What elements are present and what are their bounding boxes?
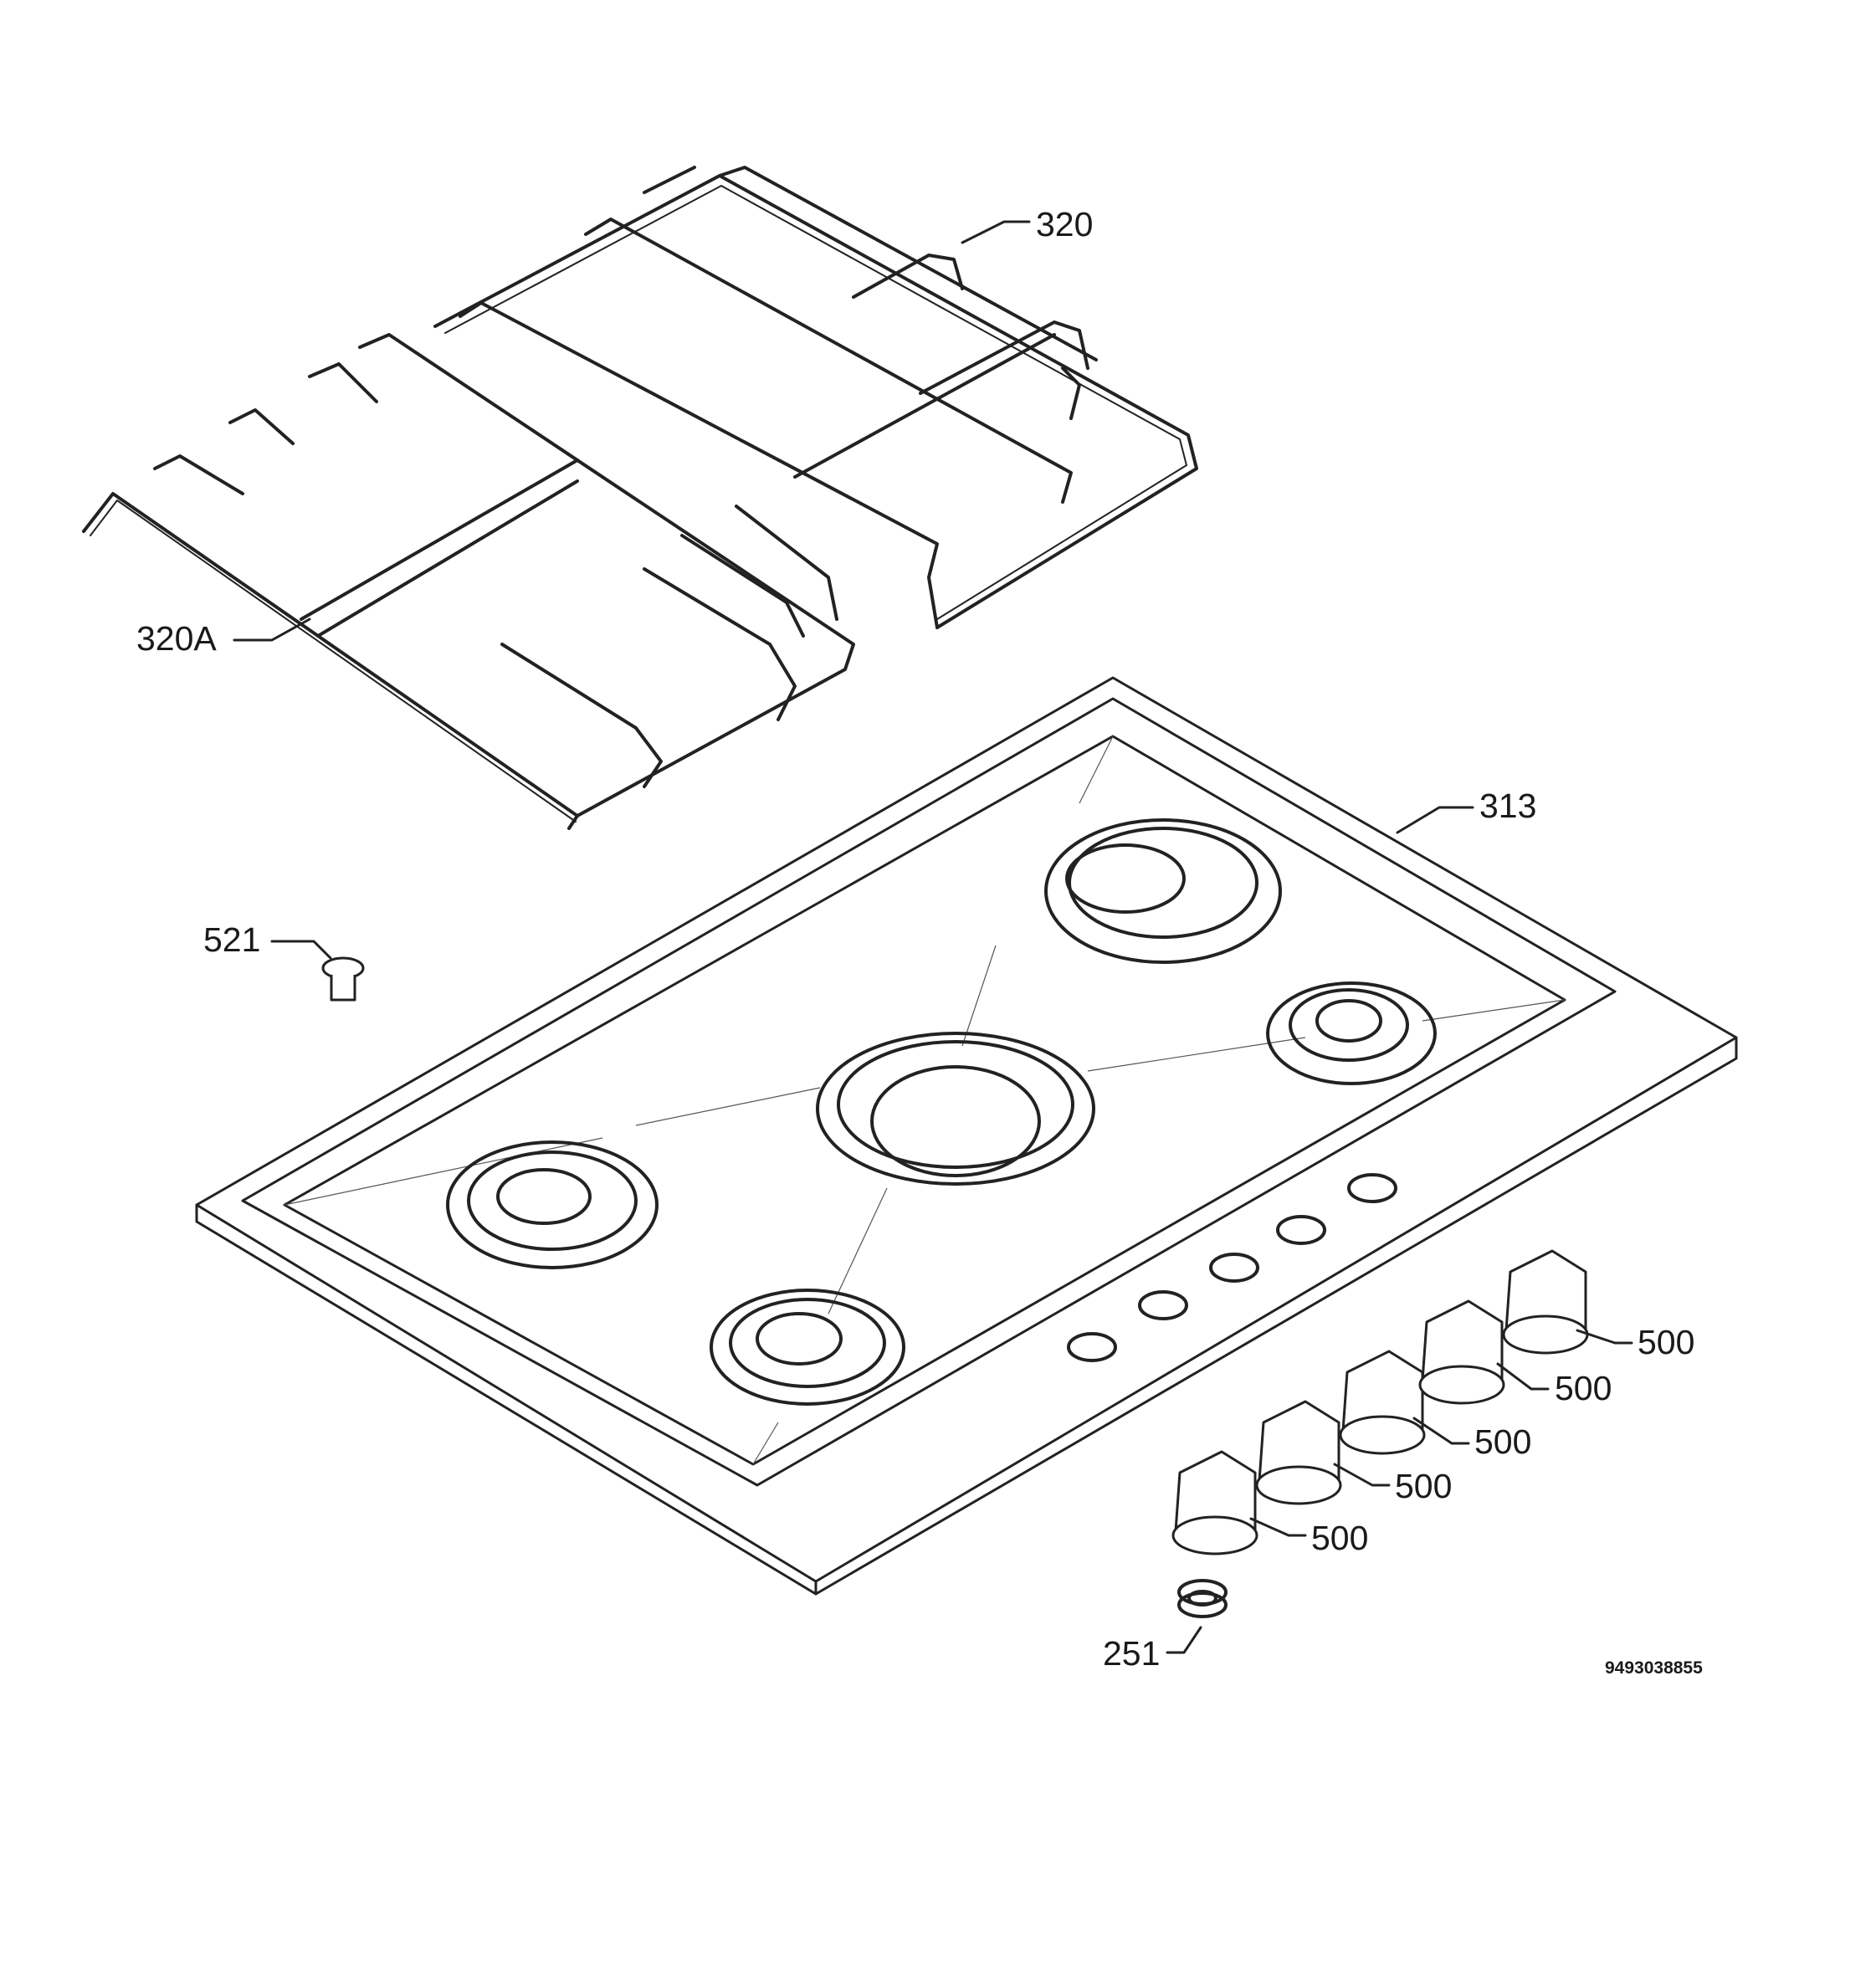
hob-top-313 — [195, 676, 1738, 1596]
pan-support-left-320A — [82, 333, 855, 830]
callout-500-knob-3: 500 — [1474, 1422, 1531, 1461]
knob-500-3 — [1339, 1350, 1426, 1455]
pan-support-right-320 — [433, 166, 1198, 629]
knob-500-5 — [1502, 1249, 1589, 1355]
callout-500-knob-4: 500 — [1395, 1467, 1452, 1505]
burner-rear-large — [1044, 818, 1282, 964]
burner-left-medium — [446, 1140, 659, 1269]
callout-521: 521 — [203, 920, 260, 959]
callout-320A: 320A — [136, 619, 217, 658]
screw-521 — [321, 956, 365, 1002]
burner-front-medium — [710, 1289, 905, 1406]
callout-313: 313 — [1479, 787, 1536, 825]
knob-500-1 — [1171, 1450, 1258, 1555]
knob-500-4 — [1418, 1299, 1505, 1405]
ring-seal-251 — [1177, 1579, 1228, 1618]
callout-500-knob-1: 500 — [1638, 1323, 1694, 1361]
callout-500-knob-2: 500 — [1555, 1369, 1612, 1407]
document-number: 9493038855 — [1605, 1658, 1703, 1678]
knob-holes — [1067, 1173, 1397, 1362]
knob-500-2 — [1255, 1400, 1342, 1505]
callout-320: 320 — [1036, 205, 1093, 243]
burner-right-small — [1266, 981, 1437, 1085]
callout-500-knob-5: 500 — [1311, 1519, 1368, 1557]
burner-center-wok — [816, 1032, 1095, 1186]
callout-251: 251 — [1103, 1634, 1160, 1673]
leader-lines — [233, 220, 1633, 1654]
